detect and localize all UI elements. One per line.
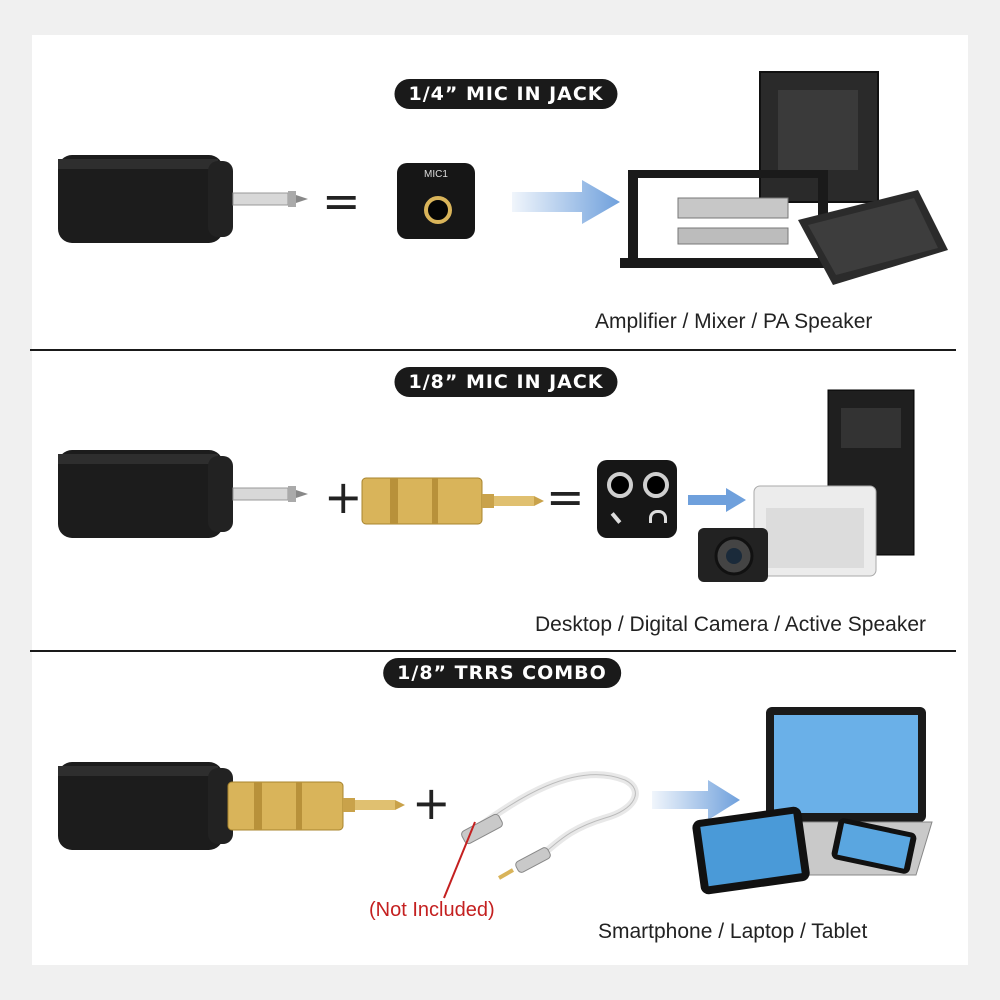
section-label-eighth-inch: 1/8” MIC IN JACK — [394, 367, 618, 397]
gold-adapter-image — [361, 477, 544, 525]
arrow-right-icon-3 — [652, 780, 740, 820]
gold-jack-ring — [424, 196, 452, 224]
quarter-inch-plug-image — [58, 155, 308, 243]
smartphone-laptop-tablet-image — [692, 707, 933, 895]
not-included-note: (Not Included) — [369, 899, 495, 921]
mic-jack-label: MIC1 — [424, 169, 448, 180]
section-label-trrs-combo: 1/8” TRRS COMBO — [383, 658, 621, 688]
mic-jack-socket: MIC1 — [397, 163, 475, 239]
section-label-quarter-inch: 1/4” MIC IN JACK — [394, 79, 618, 109]
arrow-right-icon — [512, 180, 620, 224]
section-1-caption: Amplifier / Mixer / PA Speaker — [595, 310, 873, 333]
desktop-camera-speaker-image — [698, 389, 915, 582]
section-divider-1 — [30, 349, 956, 351]
headphone-icon — [649, 510, 667, 523]
equals-sign: = — [322, 174, 361, 228]
trrs-splitter-cable-image — [461, 771, 639, 880]
eighth-inch-plug-image — [58, 450, 308, 538]
arrow-right-icon-2 — [688, 488, 746, 512]
audio-port-block — [597, 460, 677, 538]
mic-port — [607, 472, 633, 498]
section-3-caption: Smartphone / Laptop / Tablet — [598, 920, 868, 943]
mic-icon — [610, 512, 622, 524]
equals-sign-2: = — [546, 470, 585, 524]
section-2-caption: Desktop / Digital Camera / Active Speake… — [535, 613, 927, 636]
pointer-line — [443, 821, 476, 899]
plus-sign-2: + — [412, 776, 451, 830]
amplifier-mixer-speaker-image — [620, 71, 948, 285]
section-divider-2 — [30, 650, 956, 652]
plus-sign: + — [324, 470, 363, 524]
plug-with-adapter-image — [58, 762, 405, 850]
headphone-port — [643, 472, 669, 498]
